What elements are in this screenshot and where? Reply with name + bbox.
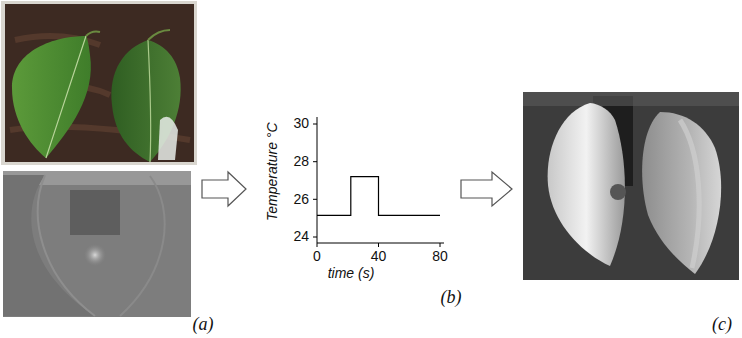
process-arrow xyxy=(202,172,246,206)
axis-tick: 28 xyxy=(293,154,309,169)
panel-label: (b) xyxy=(441,288,462,308)
axis-tick: 0 xyxy=(313,249,321,264)
temperature-chart xyxy=(313,117,444,247)
axis-title: time (s) xyxy=(328,266,375,281)
thermal-image-before xyxy=(3,171,191,317)
axis-tick: 24 xyxy=(293,229,309,244)
panel-label: (a) xyxy=(193,315,214,335)
thermal-image-after xyxy=(523,92,739,280)
leaf-photo xyxy=(1,1,197,165)
process-arrow xyxy=(461,172,512,206)
axis-tick: 30 xyxy=(293,116,309,131)
axis-tick: 26 xyxy=(293,192,309,207)
axis-title: Temperature °C xyxy=(264,123,279,221)
axis-tick: 40 xyxy=(371,249,387,264)
panel-label: (c) xyxy=(712,315,732,335)
axis-tick: 80 xyxy=(432,249,448,264)
